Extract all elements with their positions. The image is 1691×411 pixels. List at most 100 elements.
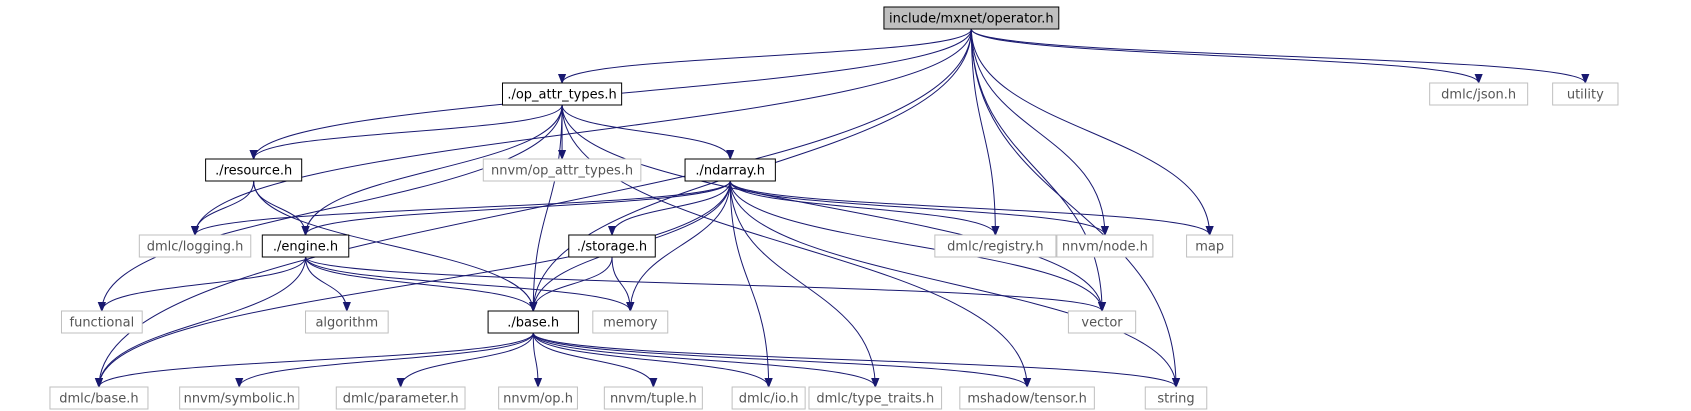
node-operator-box	[883, 6, 1060, 30]
edge-ndarray-to-dmlc_base	[99, 180, 731, 387]
node-storage-label: ./storage.h	[577, 240, 647, 255]
edge-ndarray-to-dmlc_io	[729, 180, 768, 387]
node-mshadow_tensor: mshadow/tensor.h	[959, 386, 1095, 410]
node-storage-box	[568, 234, 656, 258]
edge-storage-to-memory	[611, 256, 630, 311]
node-dmlc_parameter-box	[335, 386, 466, 410]
node-nnvm_op_attr: nnvm/op_attr_types.h	[482, 158, 642, 182]
node-resource[interactable]: ./resource.h	[205, 158, 303, 182]
node-op_attr_types-label: ./op_attr_types.h	[507, 88, 616, 103]
node-string-label: string	[1157, 392, 1194, 407]
nodes-layer: include/mxnet/operator.h ./op_attr_types.…	[49, 6, 1619, 410]
node-dmlc_base: dmlc/base.h	[49, 386, 149, 410]
node-string: string	[1144, 386, 1208, 410]
node-nnvm_op-box	[498, 386, 578, 410]
node-nnvm_symbolic-label: nnvm/symbolic.h	[184, 392, 295, 407]
node-dmlc_parameter: dmlc/parameter.h	[335, 386, 466, 410]
edge-ndarray-to-vector	[729, 180, 1102, 311]
node-dmlc_registry-label: dmlc/registry.h	[947, 240, 1043, 255]
edge-op_attr_types-to-mshadow_tensor	[561, 104, 1027, 387]
node-mshadow_tensor-box	[959, 386, 1095, 410]
node-map-box	[1186, 234, 1234, 258]
node-nnvm_op_attr-label: nnvm/op_attr_types.h	[491, 164, 633, 179]
edge-base-to-string	[532, 332, 1176, 388]
edge-engine-to-base	[305, 256, 534, 312]
node-operator[interactable]: include/mxnet/operator.h	[883, 6, 1060, 30]
edge-operator-to-dmlc_json	[970, 28, 1478, 84]
edge-base-to-dmlc_base	[99, 332, 534, 388]
node-dmlc_json: dmlc/json.h	[1429, 82, 1529, 106]
node-base[interactable]: ./base.h	[487, 310, 579, 334]
edge-op_attr_types-to-base	[533, 104, 563, 311]
node-dmlc_logging-label: dmlc/logging.h	[147, 240, 244, 255]
node-utility-box	[1552, 82, 1619, 106]
node-nnvm_tuple-label: nnvm/tuple.h	[610, 392, 697, 407]
node-algorithm: algorithm	[305, 310, 389, 334]
edge-op_attr_types-to-engine	[306, 104, 563, 235]
node-dmlc_json-box	[1429, 82, 1529, 106]
node-storage[interactable]: ./storage.h	[568, 234, 656, 258]
edge-op_attr_types-to-functional	[102, 104, 563, 311]
edge-base-to-dmlc_parameter	[401, 332, 534, 388]
edge-engine-to-vector	[305, 256, 1102, 312]
edge-storage-to-base	[533, 256, 613, 312]
node-nnvm_op-label: nnvm/op.h	[503, 392, 573, 407]
edge-ndarray-to-dmlc_type_traits	[729, 180, 875, 387]
node-vector: vector	[1067, 310, 1137, 334]
node-nnvm_tuple-box	[603, 386, 703, 410]
edge-engine-to-memory	[305, 256, 631, 312]
node-memory-box	[592, 310, 669, 334]
edge-op_attr_types-to-vector	[561, 104, 1102, 311]
node-engine-label: ./engine.h	[273, 240, 338, 255]
edge-operator-to-op_attr_types	[562, 28, 972, 84]
node-ndarray[interactable]: ./ndarray.h	[684, 158, 776, 182]
edge-operator-to-nnvm_node	[970, 28, 1105, 235]
edge-ndarray-to-engine	[306, 180, 731, 236]
node-dmlc_registry-box	[934, 234, 1057, 258]
node-nnvm_symbolic-box	[179, 386, 300, 410]
node-functional-label: functional	[70, 316, 135, 331]
edge-operator-to-dmlc_base	[99, 28, 972, 387]
node-dmlc_type_traits-box	[808, 386, 943, 410]
edge-ndarray-to-dmlc_registry	[729, 180, 995, 236]
node-op_attr_types-box	[501, 82, 623, 106]
node-nnvm_node-label: nnvm/node.h	[1062, 240, 1148, 255]
node-engine[interactable]: ./engine.h	[261, 234, 350, 258]
edge-base-to-nnvm_symbolic	[239, 332, 534, 388]
node-dmlc_type_traits-label: dmlc/type_traits.h	[816, 392, 934, 407]
node-functional-box	[60, 310, 143, 334]
node-ndarray-box	[684, 158, 776, 182]
edge-base-to-nnvm_tuple	[532, 332, 653, 388]
node-string-box	[1144, 386, 1208, 410]
edge-engine-to-functional	[102, 256, 307, 312]
node-dmlc_io: dmlc/io.h	[731, 386, 806, 410]
node-map: map	[1186, 234, 1234, 258]
node-ndarray-label: ./ndarray.h	[695, 164, 765, 179]
node-dmlc_base-box	[49, 386, 149, 410]
node-algorithm-label: algorithm	[315, 316, 378, 331]
edge-base-to-dmlc_io	[532, 332, 768, 388]
edge-engine-to-algorithm	[305, 256, 347, 311]
node-resource-label: ./resource.h	[215, 164, 292, 179]
node-memory: memory	[592, 310, 669, 334]
node-op_attr_types[interactable]: ./op_attr_types.h	[501, 82, 623, 106]
edge-resource-to-dmlc_logging	[195, 180, 255, 235]
node-dmlc_io-label: dmlc/io.h	[739, 392, 799, 407]
edge-resource-to-engine	[253, 180, 306, 235]
edges-layer	[99, 28, 1585, 388]
node-base-box	[487, 310, 579, 334]
node-dmlc_logging: dmlc/logging.h	[138, 234, 252, 258]
node-nnvm_node-box	[1056, 234, 1154, 258]
edge-base-to-nnvm_op	[532, 332, 538, 387]
node-operator-label: include/mxnet/operator.h	[889, 12, 1054, 27]
edge-engine-to-dmlc_base	[99, 256, 307, 387]
edge-base-to-dmlc_type_traits	[532, 332, 875, 388]
edge-op_attr_types-to-resource	[254, 104, 563, 160]
node-map-label: map	[1195, 240, 1224, 255]
node-utility: utility	[1552, 82, 1619, 106]
node-dmlc_registry: dmlc/registry.h	[934, 234, 1057, 258]
node-nnvm_symbolic: nnvm/symbolic.h	[179, 386, 300, 410]
edge-operator-to-utility	[970, 28, 1585, 84]
edge-operator-to-map	[970, 28, 1209, 235]
